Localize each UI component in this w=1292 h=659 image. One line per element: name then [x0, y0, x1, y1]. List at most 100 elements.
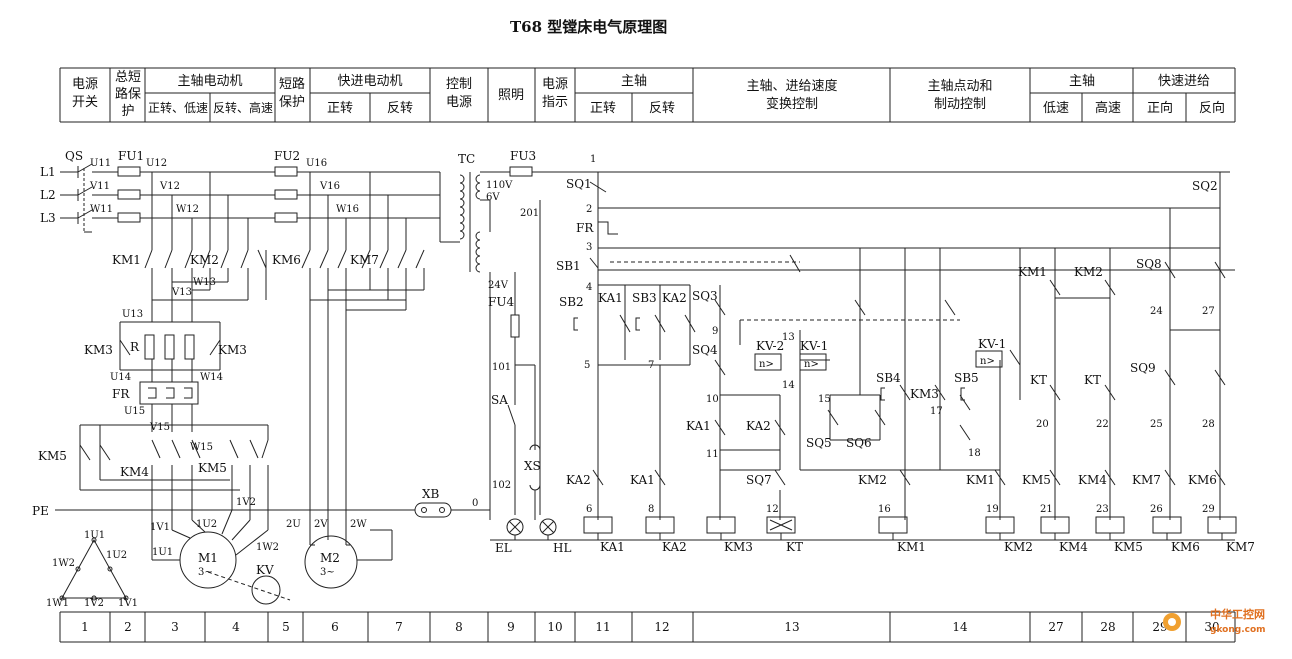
label-u14: U14: [110, 372, 131, 383]
footer-cell: 2: [124, 620, 132, 634]
label-2w: 2W: [350, 519, 367, 530]
label-sq4: SQ4: [692, 343, 718, 357]
label-qs: QS: [65, 149, 83, 163]
node-25: 25: [1150, 419, 1163, 430]
label-1u2: 1U2: [196, 519, 217, 530]
label-102: 102: [492, 480, 511, 491]
label-km4-c: KM4: [1078, 473, 1107, 487]
header-table: [59, 67, 1236, 123]
label-xs: XS: [524, 459, 541, 473]
label-m2: M2: [320, 551, 340, 565]
watermark-url: gkong.com: [1210, 625, 1266, 635]
footer-cell: 7: [395, 620, 403, 634]
node-29: 29: [1202, 504, 1215, 515]
label-l3: L3: [40, 211, 56, 225]
header-rev-high: 反转、高速: [213, 100, 273, 115]
node-27: 27: [1202, 306, 1215, 317]
header-power-switch-1: 电源: [72, 77, 98, 92]
label-w16: W16: [336, 204, 359, 215]
label-2u: 2U: [286, 519, 301, 530]
footer-cell: 30: [1204, 620, 1219, 634]
label-el: EL: [495, 541, 512, 555]
label-sb2: SB2: [559, 295, 584, 309]
node-22: 22: [1096, 419, 1109, 430]
footer-cell: 8: [455, 620, 463, 634]
header-spindle-fwd: 正转: [590, 101, 616, 116]
label-km3-right: KM3: [218, 343, 247, 357]
label-n-1: n>: [759, 359, 774, 370]
label-101: 101: [492, 362, 511, 373]
node-15: 15: [818, 394, 831, 405]
node-17: 17: [930, 406, 943, 417]
footer-cell: 1: [81, 620, 89, 634]
label-sb3: SB3: [632, 291, 657, 305]
node-1: 1: [590, 154, 596, 165]
coil-ka1: KA1: [600, 540, 625, 554]
node-12: 12: [766, 504, 779, 515]
label-sq2: SQ2: [1192, 179, 1218, 193]
header-low: 低速: [1043, 101, 1069, 116]
label-km5-c: KM5: [1022, 473, 1051, 487]
label-ka2-a: KA2: [662, 291, 687, 305]
footer-cell: 6: [331, 620, 339, 634]
footer-cell: 12: [654, 620, 669, 634]
node-13: 13: [782, 332, 795, 343]
node-4: 4: [586, 282, 592, 293]
coil-ka2: KA2: [662, 540, 687, 554]
label-w14: W14: [200, 372, 223, 383]
label-w13: W13: [193, 277, 216, 288]
label-r: R: [130, 340, 140, 354]
label-sa: SA: [491, 393, 508, 407]
label-ka2-b: KA2: [746, 419, 771, 433]
coil-km6: KM6: [1171, 540, 1200, 554]
header-spindle-motor: 主轴电动机: [177, 74, 242, 89]
header-sc-1: 短路: [279, 76, 305, 92]
tri-1v1: 1V1: [118, 598, 138, 609]
header-power-switch-2: 开关: [72, 95, 98, 110]
label-w15: W15: [190, 442, 213, 453]
diagram-title: T68 型镗床电气原理图: [510, 18, 667, 36]
control-circuit: [573, 172, 1237, 540]
label-km7: KM7: [350, 253, 379, 267]
label-km1-c: KM1: [966, 473, 995, 487]
label-kt-a: KT: [1030, 373, 1047, 387]
header-ctrl-2: 电源: [446, 95, 472, 110]
header-fwd-low: 正转、低速: [148, 100, 208, 115]
label-tc: TC: [458, 152, 475, 166]
label-km3-left: KM3: [84, 343, 113, 357]
label-fr-power: FR: [112, 387, 130, 401]
label-u15: U15: [124, 406, 145, 417]
label-1w2: 1W2: [256, 542, 279, 553]
label-fu2: FU2: [274, 149, 300, 163]
header-fast-rev: 反转: [387, 101, 413, 116]
node-20: 20: [1036, 419, 1049, 430]
label-sq5: SQ5: [806, 436, 832, 450]
lighting-circuit: [490, 200, 1235, 541]
label-u11: U11: [90, 158, 111, 169]
label-fu3: FU3: [510, 149, 536, 163]
label-v16: V16: [319, 181, 340, 192]
footer-cell: 4: [232, 620, 240, 634]
footer-cell: 10: [547, 620, 562, 634]
tri-1u1: 1U1: [84, 530, 105, 541]
tri-1u2: 1U2: [106, 550, 127, 561]
node-19: 19: [986, 504, 999, 515]
header-speed-2: 变换控制: [766, 96, 818, 112]
node-16: 16: [878, 504, 891, 515]
label-km2: KM2: [190, 253, 219, 267]
coil-km7: KM7: [1226, 540, 1255, 554]
label-km5-left: KM5: [38, 449, 67, 463]
footer-table: [59, 611, 1236, 643]
label-u13: U13: [122, 309, 143, 320]
label-1v2: 1V2: [236, 497, 256, 508]
label-110v: 110V: [486, 180, 513, 191]
label-ka2-c: KA2: [566, 473, 591, 487]
header-high: 高速: [1095, 100, 1121, 116]
label-v12: V12: [159, 181, 180, 192]
label-n-3: n>: [980, 356, 995, 367]
header-fast-motor: 快进电动机: [337, 74, 402, 89]
node-10: 10: [706, 394, 719, 405]
label-sq6: SQ6: [846, 436, 872, 450]
header-lighting: 照明: [498, 88, 524, 103]
